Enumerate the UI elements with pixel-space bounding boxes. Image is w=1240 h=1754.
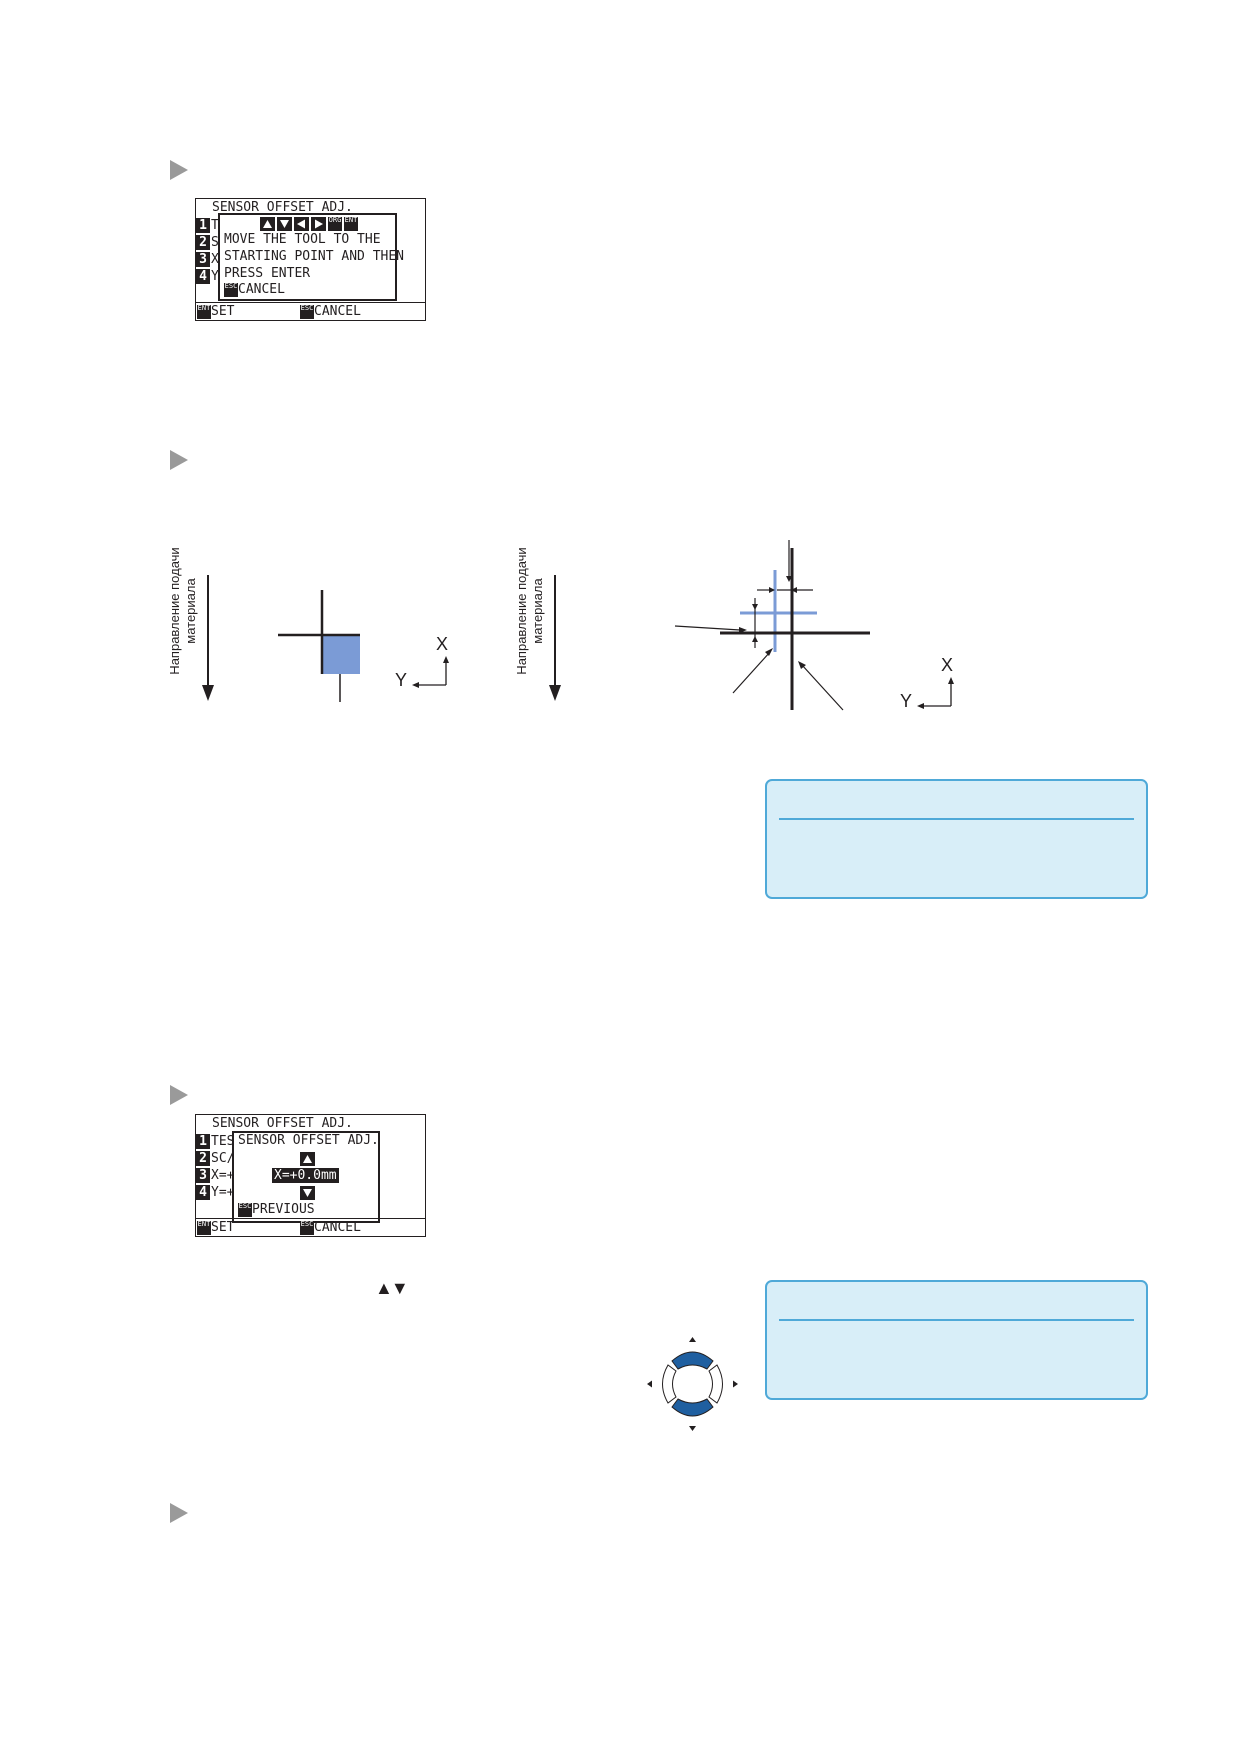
axis-x-label: X (436, 634, 449, 654)
menu-number: 3 (196, 252, 210, 267)
info-box (765, 779, 1148, 899)
menu-fragment: T (211, 218, 219, 233)
menu-number: 3 (196, 1168, 210, 1183)
down-key-icon (300, 1185, 315, 1200)
menu-fragment: S (211, 235, 219, 250)
origin-key-icon: ORG (328, 216, 342, 231)
menu-fragment: TES (211, 1134, 235, 1149)
footer-cancel-label: CANCEL (314, 1220, 361, 1235)
right-key-icon (311, 216, 326, 231)
offset-crosshair-diagram (674, 540, 870, 711)
menu-number: 4 (196, 269, 210, 284)
axis-y-label: Y (395, 670, 408, 690)
popup-title: SENSOR OFFSET ADJ. (238, 1133, 379, 1148)
menu-number: 2 (196, 1151, 210, 1166)
axis-arrows (412, 656, 449, 688)
popup-instruction-line: MOVE THE TOOL TO THE (224, 232, 381, 247)
menu-fragment: Y=+ (211, 1185, 235, 1200)
screen-footer: ENTSET ESCCANCEL (196, 1218, 425, 1236)
step-marker (170, 450, 188, 470)
up-key-icon (260, 216, 275, 231)
down-key-icon (277, 216, 292, 231)
popup-cancel-label: CANCEL (238, 282, 285, 297)
offset-value: X=+0.0mm (272, 1168, 339, 1183)
popup-instruction-line: STARTING POINT AND THEN (224, 249, 405, 264)
esc-key-icon: ESC (300, 1220, 314, 1235)
screen-title: SENSOR OFFSET ADJ. (212, 200, 353, 215)
esc-key-icon: ESC (300, 304, 314, 319)
enter-key-icon: ENT (197, 1220, 211, 1235)
screen-title: SENSOR OFFSET ADJ. (212, 1116, 353, 1131)
direction-pad-icon (647, 1337, 738, 1431)
menu-number: 1 (196, 1134, 210, 1149)
footer-cancel-label: CANCEL (314, 304, 361, 319)
axis-arrows (917, 677, 954, 709)
footer-set-label: SET (211, 304, 235, 319)
step-marker (170, 160, 188, 180)
enter-key-icon: ENT (344, 216, 358, 231)
feed-direction-label: Направление подачи материала (514, 547, 545, 675)
cutting-crosshair-diagram (278, 590, 360, 702)
axis-x-label: X (941, 655, 954, 675)
feed-direction-arrow (202, 575, 214, 701)
step-marker (170, 1085, 188, 1105)
info-box-divider (779, 1319, 1134, 1321)
info-box (765, 1280, 1148, 1400)
offset-value-popup: SENSOR OFFSET ADJ. X=+0.0mm ESCPREVIOUS (232, 1131, 380, 1223)
info-box-divider (779, 818, 1134, 820)
axis-y-label: Y (900, 691, 913, 711)
menu-fragment: Y (211, 269, 219, 284)
feed-direction-arrow (549, 575, 561, 701)
menu-number: 4 (196, 1185, 210, 1200)
left-key-icon (294, 216, 309, 231)
menu-number: 2 (196, 235, 210, 250)
menu-fragment: SC/ (211, 1151, 235, 1166)
esc-key-icon: ESC (224, 282, 238, 297)
feed-direction-label: Направление подачи материала (167, 547, 198, 675)
esc-key-icon: ESC (238, 1202, 252, 1217)
menu-fragment: X=+ (211, 1168, 235, 1183)
up-down-keys-symbol: ▲▼ (375, 1278, 409, 1298)
step-marker (170, 1503, 188, 1523)
up-key-icon (300, 1151, 315, 1166)
popup-previous-label: PREVIOUS (252, 1202, 315, 1217)
enter-key-icon: ENT (197, 304, 211, 319)
footer-set-label: SET (211, 1220, 235, 1235)
popup-instruction-line: PRESS ENTER (224, 266, 311, 281)
menu-number: 1 (196, 218, 210, 233)
menu-fragment: X (211, 252, 219, 267)
screen-footer: ENTSET ESCCANCEL (196, 302, 425, 320)
